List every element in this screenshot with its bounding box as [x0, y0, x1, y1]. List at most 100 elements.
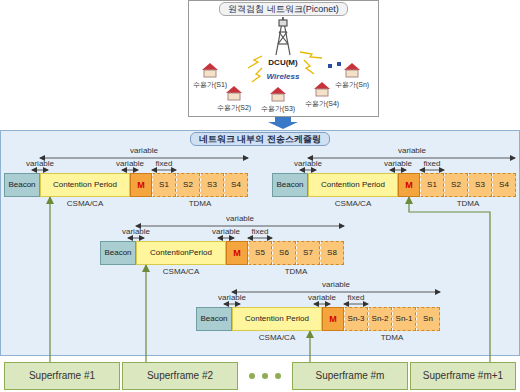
superframe-box: Superframe #1 — [4, 362, 120, 390]
slot-label: S7 — [303, 248, 313, 258]
span-label: variable — [308, 293, 336, 302]
span-label: variable — [322, 280, 350, 289]
station-slot: S1 — [152, 173, 176, 197]
access-label: CSMA/CA — [163, 267, 199, 276]
customer-label: 수용가(S4) — [305, 99, 339, 108]
customer-label: 수용가(Sn) — [335, 80, 369, 89]
panel-heading: 원격검침 네트워크(Piconet) — [219, 2, 348, 16]
slot-label: S8 — [327, 248, 337, 258]
station-slot: S2 — [176, 173, 200, 197]
customer-label: 수용가(S2) — [217, 103, 251, 112]
station-slot: Sn-1 — [392, 307, 416, 331]
station-slot: S1 — [420, 173, 444, 197]
slot-label: Contention Period — [321, 180, 385, 190]
beacon-slot: Beacon — [272, 173, 308, 197]
station-slot: S4 — [492, 173, 516, 197]
beacon-slot: Beacon — [4, 173, 40, 197]
span-label: fixed — [252, 227, 269, 236]
slot-label: Sn-3 — [348, 314, 365, 324]
station-slot: S8 — [320, 241, 344, 265]
span-label: variable — [26, 159, 54, 168]
slot-label: Superframe #1 — [29, 371, 95, 381]
access-label: TDMA — [189, 199, 212, 208]
superframe-connector — [309, 331, 310, 362]
more-dot — [328, 64, 332, 68]
station-slot: S5 — [248, 241, 272, 265]
ellipsis-dots — [249, 373, 281, 379]
superframe-box: Superframe #m+1 — [410, 362, 516, 390]
station-slot: S3 — [468, 173, 492, 197]
dcu-tower — [276, 17, 290, 55]
slot-label: Sn-2 — [372, 314, 389, 324]
node-name: DCU(M) — [268, 58, 297, 67]
contention-slot: Contention Period — [232, 307, 322, 331]
access-label: TDMA — [457, 199, 480, 208]
contention-slot: ContentionPeriod — [136, 241, 226, 265]
station-slot: S7 — [296, 241, 320, 265]
slot-label: Sn-1 — [396, 314, 413, 324]
slot-label: Superframe #2 — [147, 371, 213, 381]
slot-label: S1 — [427, 180, 437, 190]
master-slot: M — [130, 173, 152, 197]
span-label: variable — [218, 293, 246, 302]
slot-label: S6 — [279, 248, 289, 258]
span-arrows — [32, 158, 515, 304]
superframe-connector — [409, 197, 490, 362]
superframe-connector — [49, 197, 50, 362]
access-label: CSMA/CA — [335, 199, 371, 208]
slot-label: Beacon — [200, 314, 227, 324]
slot-label: Contention Period — [53, 180, 117, 190]
slot-label: S2 — [451, 180, 461, 190]
span-label: fixed — [156, 159, 173, 168]
station-slot: Sn-2 — [368, 307, 392, 331]
slot-label: ContentionPeriod — [150, 248, 212, 258]
station-slot: S2 — [444, 173, 468, 197]
access-label: CSMA/CA — [259, 333, 295, 342]
slot-label: S3 — [475, 180, 485, 190]
slot-label: S1 — [159, 180, 169, 190]
contention-slot: Contention Period — [308, 173, 398, 197]
master-slot: M — [398, 173, 420, 197]
slot-label: S4 — [499, 180, 509, 190]
station-slot: Sn — [416, 307, 440, 331]
panel-heading: 네트워크 내부의 전송스케쥴링 — [190, 132, 330, 146]
access-label: TDMA — [285, 267, 308, 276]
beacon-slot: Beacon — [100, 241, 136, 265]
span-label: variable — [294, 159, 322, 168]
slot-label: Beacon — [104, 248, 131, 258]
slot-label: M — [405, 180, 413, 190]
slot-label: S2 — [183, 180, 193, 190]
down-arrow — [268, 117, 298, 129]
slot-label: M — [329, 314, 337, 324]
master-slot: M — [322, 307, 344, 331]
slot-label: M — [233, 248, 241, 258]
piconet-frame — [189, 1, 379, 117]
slot-label: Beacon — [8, 180, 35, 190]
span-label: variable — [122, 227, 150, 236]
schedule-panel — [1, 131, 520, 356]
span-label: fixed — [424, 159, 441, 168]
wireless-label: Wireless — [267, 72, 300, 81]
span-label: variable — [130, 146, 158, 155]
slot-label: Sn — [423, 314, 433, 324]
beacon-slot: Beacon — [196, 307, 232, 331]
access-label: CSMA/CA — [67, 199, 103, 208]
customer-label: 수용가(S1) — [193, 80, 227, 89]
slot-label: Superframe #m+1 — [423, 371, 503, 381]
span-label: variable — [384, 159, 412, 168]
slot-label: S3 — [207, 180, 217, 190]
span-label: variable — [116, 159, 144, 168]
slot-label: M — [137, 180, 145, 190]
span-label: fixed — [348, 293, 365, 302]
master-slot: M — [226, 241, 248, 265]
slot-label: Contention Period — [245, 314, 309, 324]
superframe-box: Superframe #m — [292, 362, 408, 390]
slot-label: Superframe #m — [316, 371, 385, 381]
more-dot — [337, 62, 341, 66]
schedule-panel-box: 네트워크 내부의 전송스케쥴링BeaconContention PeriodMS… — [0, 130, 520, 356]
customer-label: 수용가(S3) — [261, 104, 295, 113]
slot-label: Beacon — [276, 180, 303, 190]
superframe-box: Superframe #2 — [122, 362, 238, 390]
station-slot: S3 — [200, 173, 224, 197]
slot-label: S5 — [255, 248, 265, 258]
